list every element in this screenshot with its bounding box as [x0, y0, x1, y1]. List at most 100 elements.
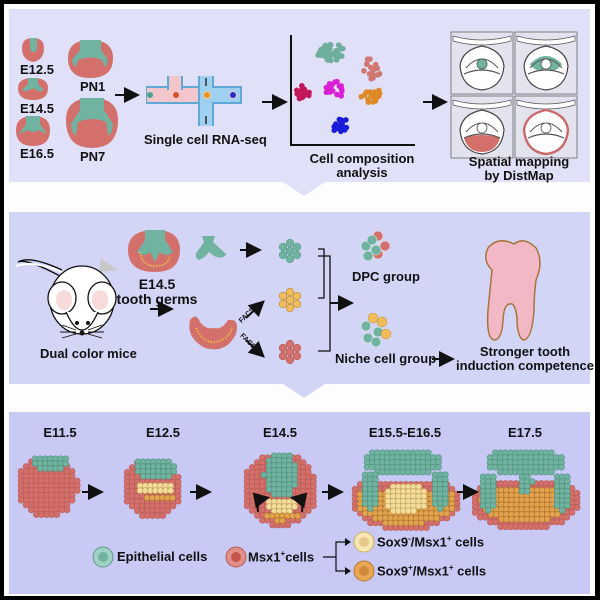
- cell: [167, 487, 174, 494]
- legend-sox9pos-icon: [353, 560, 375, 582]
- stage-label-e12-5: E12.5: [20, 62, 54, 77]
- cell: [573, 504, 581, 511]
- germ-model-e11-5: [17, 455, 81, 518]
- sox9pos-cell: [292, 299, 302, 309]
- sox9pos-sup2: +: [448, 563, 454, 572]
- tsne-clusters: [293, 41, 383, 135]
- cell: [284, 521, 292, 529]
- epithelial-cell: [285, 246, 295, 256]
- niche-cell: [370, 336, 382, 348]
- cluster-point: [363, 89, 370, 95]
- cluster-point: [370, 99, 376, 105]
- distmap-tile: [514, 95, 578, 159]
- cluster-point: [301, 90, 308, 96]
- cluster-point: [332, 79, 338, 85]
- mouse-icon: [15, 258, 118, 339]
- cluster-point: [361, 67, 367, 74]
- mesenchymal-cell: [285, 355, 295, 365]
- epithelial-cell: [278, 250, 288, 260]
- legend-msx1-icon: [225, 546, 247, 568]
- cell: [417, 519, 425, 527]
- niche-cell: [367, 312, 379, 324]
- outcome-label: Stronger tooth induction competence: [450, 344, 600, 374]
- cell: [159, 512, 167, 519]
- germ-e16-5-icon: [16, 116, 50, 146]
- tooth-icon: [485, 240, 541, 341]
- mesenchymal-cell: [292, 351, 302, 361]
- sox9neg-cells: cells: [451, 534, 485, 550]
- legend-msx1-text: Msx1: [248, 549, 281, 565]
- sox9neg-text: Sox9: [377, 534, 409, 550]
- legend-msx1-label: Msx1+cells: [248, 549, 314, 565]
- arrow-icon: [245, 300, 265, 319]
- mesenchymal-cell: [278, 343, 288, 353]
- cell: [543, 515, 551, 523]
- distmap-tile: [450, 95, 514, 159]
- cell: [371, 500, 379, 507]
- epithelial-cell: [285, 238, 295, 248]
- legend-epithelial-label: Epithelial cells: [117, 549, 208, 564]
- sox9pos-cell: [278, 291, 288, 301]
- mesenchymal-cell: [278, 351, 288, 361]
- cell: [543, 523, 550, 531]
- cluster-point: [331, 52, 338, 59]
- stage-label-e11-5: E11.5: [43, 425, 77, 440]
- cluster-point: [333, 121, 339, 127]
- sox9pos-cell: [278, 299, 288, 309]
- germ-model-e17-5: [471, 449, 581, 531]
- cell: [279, 517, 286, 524]
- cell: [164, 507, 172, 515]
- cluster-point: [338, 45, 345, 52]
- cluster-point: [373, 93, 379, 100]
- dpc-group-label: DPC group: [352, 269, 420, 284]
- sox9pos-cells: cells: [453, 563, 487, 579]
- sox9neg-mid: /Msx1: [410, 534, 447, 550]
- cluster-point: [337, 128, 344, 135]
- cluster-point: [364, 56, 371, 63]
- cluster-point: [329, 88, 336, 94]
- cluster-point: [318, 51, 324, 57]
- cell: [291, 503, 298, 510]
- cell: [435, 463, 442, 471]
- niche-cell: [380, 328, 392, 340]
- dpc-cell: [366, 234, 378, 246]
- cell: [291, 481, 298, 488]
- distmap-tile: [450, 31, 514, 95]
- cell: [165, 472, 172, 480]
- stage-label-e15-5-e16-5: E15.5-E16.5: [368, 425, 442, 440]
- niche-group-label: Niche cell group: [335, 351, 437, 366]
- germ-model-e15-5-e16-5: [351, 449, 461, 531]
- germ-e12-5-icon: [22, 38, 44, 62]
- germ-e14-5-icon: [18, 78, 48, 100]
- distmap-tile: [514, 31, 578, 95]
- dpc-cell: [362, 250, 374, 262]
- cell: [528, 478, 536, 485]
- cluster-point: [294, 91, 301, 97]
- cluster-point: [323, 50, 329, 56]
- stage-label-e14-5-model: E14.5: [263, 425, 297, 440]
- sox9pos-sup: +: [408, 563, 413, 572]
- mesenchymal-cell: [285, 339, 295, 349]
- cluster-point: [338, 93, 345, 99]
- cell: [174, 497, 182, 505]
- cluster-point: [338, 117, 345, 123]
- cell: [448, 505, 456, 512]
- arrow-icon: [245, 339, 265, 358]
- cell: [294, 512, 302, 520]
- composition-label-line2: analysis: [336, 165, 388, 181]
- cell: [420, 502, 428, 510]
- cluster-point: [325, 57, 332, 63]
- dpc-cell: [370, 244, 382, 256]
- legend-sox9neg-icon: [353, 531, 375, 553]
- cell: [523, 487, 531, 495]
- sox9neg-sup: -: [408, 534, 411, 543]
- cell: [558, 463, 565, 471]
- stage-label-pn1: PN1: [80, 79, 106, 94]
- dpc-cell: [379, 240, 391, 252]
- cell: [366, 505, 374, 512]
- composition-label-line1: Cell composition: [309, 151, 415, 166]
- cluster-point: [363, 61, 370, 67]
- legend-sox9neg-label: Sox9-/Msx1+ cells: [377, 534, 485, 550]
- sox9pos-cell: [285, 303, 295, 313]
- cell: [423, 524, 430, 531]
